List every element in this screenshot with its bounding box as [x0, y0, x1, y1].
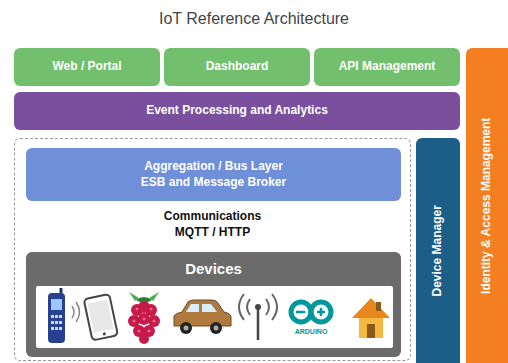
logo-label: ARDUINO	[286, 328, 336, 335]
app-box: API Management	[314, 48, 460, 86]
identity-band: Identity & Access Management	[466, 48, 508, 363]
app-box: Web / Portal	[14, 48, 160, 86]
device-icons	[36, 286, 393, 348]
diagram-title: IoT Reference Architecture	[0, 10, 508, 28]
app-box: Dashboard	[164, 48, 310, 86]
node-text: ESB and Message Broker	[141, 175, 286, 191]
node-text: Aggregation / Bus Layer	[144, 159, 283, 175]
node-text: API Management	[339, 59, 436, 75]
node-text: Devices	[185, 259, 242, 279]
dashed-region: CommunicationsMQTT / HTTP Aggregation / B…	[14, 138, 411, 361]
node-text: Web / Portal	[52, 59, 121, 75]
devices-box: Devices ARDUINO	[26, 252, 401, 357]
node-text: Device Manager	[430, 205, 446, 296]
bus-layer-box: Aggregation / Bus LayerESB and Message B…	[26, 148, 401, 201]
device-manager-band: Device Manager	[416, 138, 460, 363]
node-text: Identity & Access Management	[479, 117, 495, 293]
node-text: MQTT / HTTP	[175, 225, 250, 241]
node-text: Dashboard	[206, 59, 269, 75]
node-text: Communications	[164, 209, 261, 225]
analytics-band: Event Processing and Analytics	[14, 92, 460, 130]
node-text: Event Processing and Analytics	[146, 103, 328, 119]
